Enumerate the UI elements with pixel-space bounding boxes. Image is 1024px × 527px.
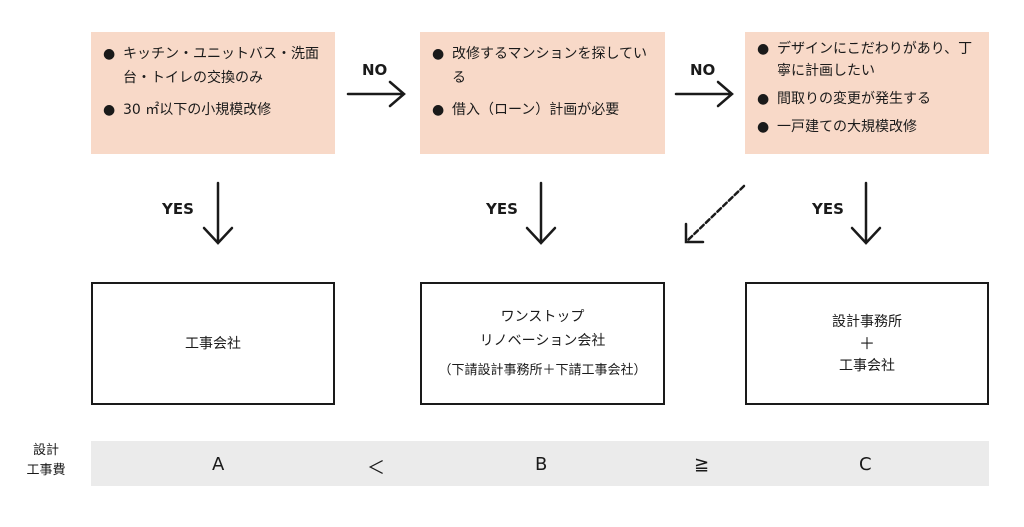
condition-item: 改修するマンションを探している xyxy=(432,42,653,90)
yes-arrow-2 xyxy=(525,181,557,245)
condition-box-left: キッチン・ユニットバス・洗面台・トイレの交換のみ 30 ㎡以下の小規模改修 xyxy=(91,32,335,154)
cost-value-a: A xyxy=(212,454,225,475)
cost-label: 設計 工事費 xyxy=(26,441,66,481)
yes-label-2: YES xyxy=(486,200,518,218)
no-label-1: NO xyxy=(362,61,388,79)
result-b-sub: （下請設計事務所＋下請工事会社） xyxy=(438,362,647,378)
condition-item: デザインにこだわりがあり、丁寧に計画したい xyxy=(757,38,977,82)
yes-label-1: YES xyxy=(162,200,194,218)
cost-comparison-bar xyxy=(91,441,989,486)
no-label-2: NO xyxy=(690,61,716,79)
result-box-b: ワンストップ リノベーション会社 （下請設計事務所＋下請工事会社） xyxy=(420,282,665,405)
cost-label-line1: 設計 xyxy=(32,443,59,458)
cost-value-c: C xyxy=(859,454,872,475)
yes-arrow-3 xyxy=(850,181,882,245)
cost-operator-2: ≧ xyxy=(694,454,710,475)
result-c-line2: 工事会社 xyxy=(839,357,895,374)
result-b-line2: リノベーション会社 xyxy=(479,332,606,349)
cost-label-line2: 工事費 xyxy=(26,463,66,478)
result-c-plus: ＋ xyxy=(858,333,875,353)
result-c-line1: 設計事務所 xyxy=(832,313,902,330)
condition-item: キッチン・ユニットバス・洗面台・トイレの交換のみ xyxy=(103,42,323,90)
result-box-a: 工事会社 xyxy=(91,282,335,405)
no-arrow-2 xyxy=(674,80,734,108)
cost-operator-1: ＜ xyxy=(367,458,385,479)
dashed-arrow xyxy=(686,184,746,242)
result-b-line1: ワンストップ xyxy=(500,308,585,325)
result-a-text: 工事会社 xyxy=(185,335,241,352)
cost-value-b: B xyxy=(535,454,548,475)
condition-box-right: デザインにこだわりがあり、丁寧に計画したい 間取りの変更が発生する 一戸建ての大… xyxy=(745,32,989,154)
result-box-c: 設計事務所 ＋ 工事会社 xyxy=(745,282,989,405)
yes-arrow-1 xyxy=(202,181,234,245)
condition-item: 30 ㎡以下の小規模改修 xyxy=(103,98,323,122)
condition-item: 一戸建ての大規模改修 xyxy=(757,116,977,138)
condition-item: 間取りの変更が発生する xyxy=(757,88,977,110)
condition-box-middle: 改修するマンションを探している 借入（ローン）計画が必要 xyxy=(420,32,665,154)
condition-item: 借入（ローン）計画が必要 xyxy=(432,98,653,122)
no-arrow-1 xyxy=(346,80,406,108)
yes-label-3: YES xyxy=(812,200,844,218)
